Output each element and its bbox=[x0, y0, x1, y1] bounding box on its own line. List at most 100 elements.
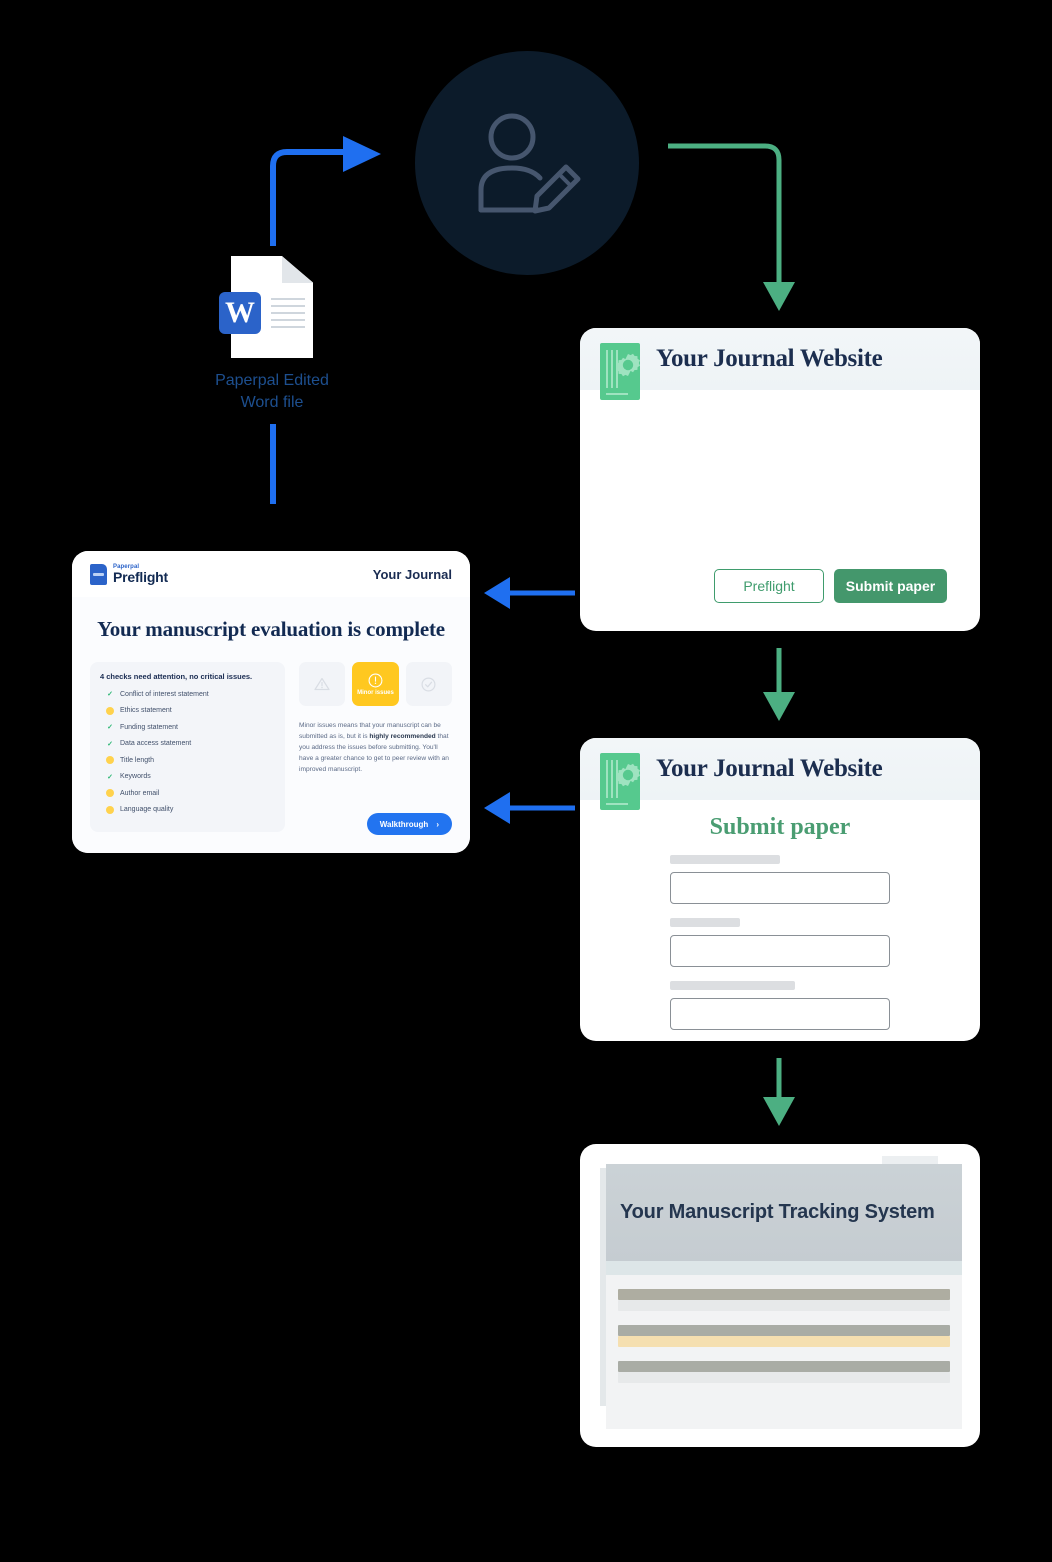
minor-issues-label: Minor issues bbox=[357, 689, 394, 696]
check-pass-icon: ✓ bbox=[107, 740, 113, 748]
journal-website-title: Your Journal Website bbox=[656, 345, 883, 372]
journal-website-card: Your Journal Website Preflight Submit pa… bbox=[580, 328, 980, 631]
preflight-journal-name: Your Journal bbox=[372, 566, 452, 582]
check-warn-icon bbox=[106, 805, 114, 814]
word-file-label-line2: Word file bbox=[240, 394, 304, 411]
paperpal-preflight-logo: Paperpal Preflight bbox=[90, 563, 168, 585]
journal-card-body: Preflight Submit paper bbox=[580, 390, 980, 631]
walkthrough-button[interactable]: Walkthrough › bbox=[366, 813, 452, 835]
check-pass-icon: ✓ bbox=[107, 691, 113, 698]
arrow-journal-to-preflight bbox=[484, 577, 575, 609]
journal-action-buttons: Preflight Submit paper bbox=[714, 569, 947, 603]
check-pass-icon: ✓ bbox=[107, 724, 113, 731]
preflight-result-card: Paperpal Preflight Your Journal Your man… bbox=[72, 551, 470, 853]
all-clear-tile[interactable] bbox=[405, 662, 452, 706]
submit-card-title: Your Journal Website bbox=[656, 755, 883, 782]
tracking-header: Your Manuscript Tracking System bbox=[606, 1164, 962, 1261]
submit-form-fields bbox=[670, 855, 890, 1030]
preflight-card-body: Your manuscript evaluation is complete 4… bbox=[72, 597, 470, 853]
status-description-part2: that you address the issues before submi… bbox=[299, 733, 449, 773]
gear-shape bbox=[616, 353, 640, 377]
journal-cover-gear-icon bbox=[600, 753, 640, 810]
submit-paper-button[interactable]: Submit paper bbox=[834, 569, 947, 603]
status-description: Minor issues means that your manuscript … bbox=[299, 720, 452, 775]
form-field bbox=[670, 855, 890, 904]
tracking-row-bar bbox=[618, 1372, 950, 1383]
journal-cover-gear-icon bbox=[600, 343, 640, 400]
check-row: Language quality bbox=[100, 805, 275, 814]
check-label: Title length bbox=[120, 756, 154, 764]
check-warn-icon bbox=[106, 756, 114, 764]
gear-shape bbox=[616, 763, 640, 787]
word-file-label: Paperpal Edited Word file bbox=[186, 370, 358, 414]
preflight-button[interactable]: Preflight bbox=[714, 569, 824, 603]
paperpal-logo-mark-icon bbox=[90, 563, 107, 585]
word-document-icon: W bbox=[219, 256, 313, 358]
check-row: ✓ Keywords bbox=[100, 773, 275, 781]
tracking-row[interactable] bbox=[618, 1361, 950, 1383]
exclamation-circle-icon bbox=[368, 673, 383, 687]
tracking-row-bar bbox=[618, 1336, 950, 1347]
submit-card-header: Your Journal Website bbox=[580, 738, 980, 810]
paperpal-brand-top: Paperpal bbox=[113, 563, 140, 570]
check-label: Ethics statement bbox=[120, 707, 172, 714]
author-avatar-circle bbox=[415, 51, 639, 275]
tracking-window: Your Manuscript Tracking System bbox=[606, 1164, 962, 1429]
tracking-row-bar bbox=[618, 1325, 950, 1336]
form-label-placeholder bbox=[670, 855, 780, 864]
word-file-label-line1: Paperpal Edited bbox=[215, 372, 329, 389]
arrow-journal-to-submit bbox=[763, 648, 795, 721]
document-fold bbox=[282, 256, 313, 283]
submit-form-title: Submit paper bbox=[709, 814, 851, 840]
check-label: Author email bbox=[120, 789, 160, 797]
check-label: Data access statement bbox=[120, 740, 192, 747]
check-label: Keywords bbox=[120, 773, 151, 780]
tracking-row[interactable] bbox=[618, 1325, 950, 1347]
preflight-card-header: Paperpal Preflight Your Journal bbox=[72, 551, 470, 597]
word-badge: W bbox=[219, 292, 261, 334]
check-circle-icon bbox=[421, 676, 436, 692]
check-row: Author email bbox=[100, 789, 275, 797]
check-pass-icon: ✓ bbox=[107, 773, 113, 781]
walkthrough-label: Walkthrough bbox=[379, 819, 429, 829]
tracking-rows bbox=[606, 1275, 962, 1383]
check-label: Funding statement bbox=[120, 723, 178, 731]
form-field bbox=[670, 918, 890, 967]
form-text-input[interactable] bbox=[670, 935, 890, 967]
warning-triangle-icon bbox=[314, 677, 330, 691]
check-warn-icon bbox=[106, 706, 114, 715]
status-panel: Minor issues Minor issues means that you… bbox=[299, 662, 452, 832]
tracking-row-bar bbox=[618, 1361, 950, 1372]
form-label-placeholder bbox=[670, 918, 740, 927]
minor-issues-tile[interactable]: Minor issues bbox=[352, 662, 399, 706]
check-row: Ethics statement bbox=[100, 706, 275, 715]
tracking-row[interactable] bbox=[618, 1289, 950, 1311]
arrow-submit-to-preflight bbox=[484, 792, 575, 824]
chevron-right-icon: › bbox=[436, 819, 439, 829]
document-lines bbox=[271, 298, 305, 333]
preflight-brand-main: Preflight bbox=[113, 568, 168, 585]
checks-panel: 4 checks need attention, no critical iss… bbox=[90, 662, 285, 832]
status-description-emphasis: highly recommended bbox=[369, 733, 436, 740]
manuscript-tracking-card: Your Manuscript Tracking System bbox=[580, 1144, 980, 1447]
tracking-row-bar bbox=[618, 1300, 950, 1311]
status-tiles: Minor issues bbox=[299, 662, 452, 706]
form-text-input[interactable] bbox=[670, 872, 890, 904]
check-warn-icon bbox=[106, 789, 114, 797]
tracking-row-bar bbox=[618, 1289, 950, 1300]
journal-card-header: Your Journal Website bbox=[580, 328, 980, 400]
form-label-placeholder bbox=[670, 981, 795, 990]
check-row: ✓ Funding statement bbox=[100, 723, 275, 732]
status-description-part1: Minor issues means that your manuscript … bbox=[299, 722, 441, 740]
preflight-title: Your manuscript evaluation is complete bbox=[97, 617, 445, 641]
check-label: Conflict of interest statement bbox=[120, 690, 209, 698]
user-edit-icon bbox=[478, 113, 581, 214]
form-text-input[interactable] bbox=[670, 998, 890, 1030]
check-row: Title length bbox=[100, 756, 275, 764]
tracking-system-title: Your Manuscript Tracking System bbox=[620, 1201, 935, 1223]
check-label: Language quality bbox=[120, 806, 174, 813]
critical-issues-tile[interactable] bbox=[299, 662, 346, 706]
arrow-word-to-author bbox=[270, 136, 381, 246]
